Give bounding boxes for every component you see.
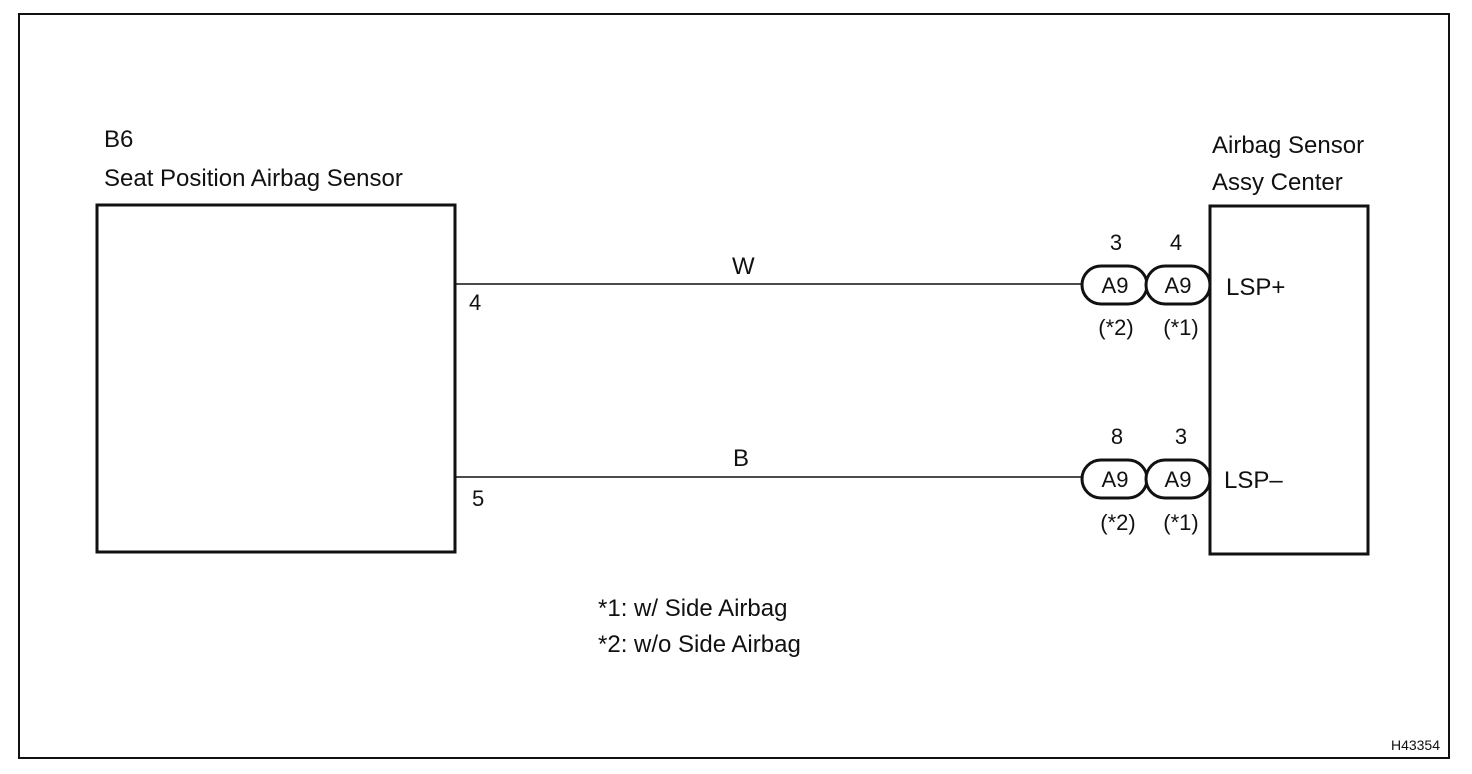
wire-w-connector-1-pin: 3 (1110, 230, 1122, 255)
wire-w-connector-2-code: A9 (1165, 273, 1192, 298)
wire-w-left-pin: 4 (469, 290, 481, 315)
footnote-2: *2: w/o Side Airbag (598, 631, 801, 658)
left-component-code: B6 (104, 126, 133, 153)
right-component-name-line2: Assy Center (1212, 169, 1343, 196)
wire-b-connector-1-pin: 8 (1111, 424, 1123, 449)
wire-w-connector-2-pin: 4 (1170, 230, 1182, 255)
wire-w-connector-2-note: (*1) (1163, 315, 1198, 340)
terminal-lsp-minus: LSP– (1224, 467, 1283, 494)
diagram-frame (18, 13, 1450, 759)
wire-b: B 5 8 A9 (*2) 3 A9 (*1) (455, 424, 1212, 535)
wire-w-connector-1-code: A9 (1102, 273, 1129, 298)
wire-b-connector-1-note: (*2) (1100, 510, 1135, 535)
airbag-sensor-assy-box (1208, 204, 1370, 556)
wire-b-connector-2-pin: 3 (1175, 424, 1187, 449)
wire-b-left-pin: 5 (472, 486, 484, 511)
wire-b-color-code: B (733, 445, 749, 472)
wire-w-connector-2 (1144, 264, 1212, 306)
wire-b-connector-2 (1144, 458, 1212, 500)
left-component-name: Seat Position Airbag Sensor (104, 165, 403, 192)
right-component-name-line1: Airbag Sensor (1212, 132, 1364, 159)
footnote-1: *1: w/ Side Airbag (598, 595, 787, 622)
wire-b-connector-1-code: A9 (1102, 467, 1129, 492)
wire-b-connector-2-code: A9 (1165, 467, 1192, 492)
terminal-lsp-plus: LSP+ (1226, 274, 1285, 301)
wire-w: W 4 3 A9 (*2) 4 A9 (*1) (455, 230, 1212, 340)
seat-position-sensor-box (95, 203, 457, 554)
wire-b-connector-2-note: (*1) (1163, 510, 1198, 535)
wire-w-connector-1-note: (*2) (1098, 315, 1133, 340)
wire-w-color-code: W (732, 253, 755, 280)
figure-id: H43354 (1391, 737, 1440, 753)
